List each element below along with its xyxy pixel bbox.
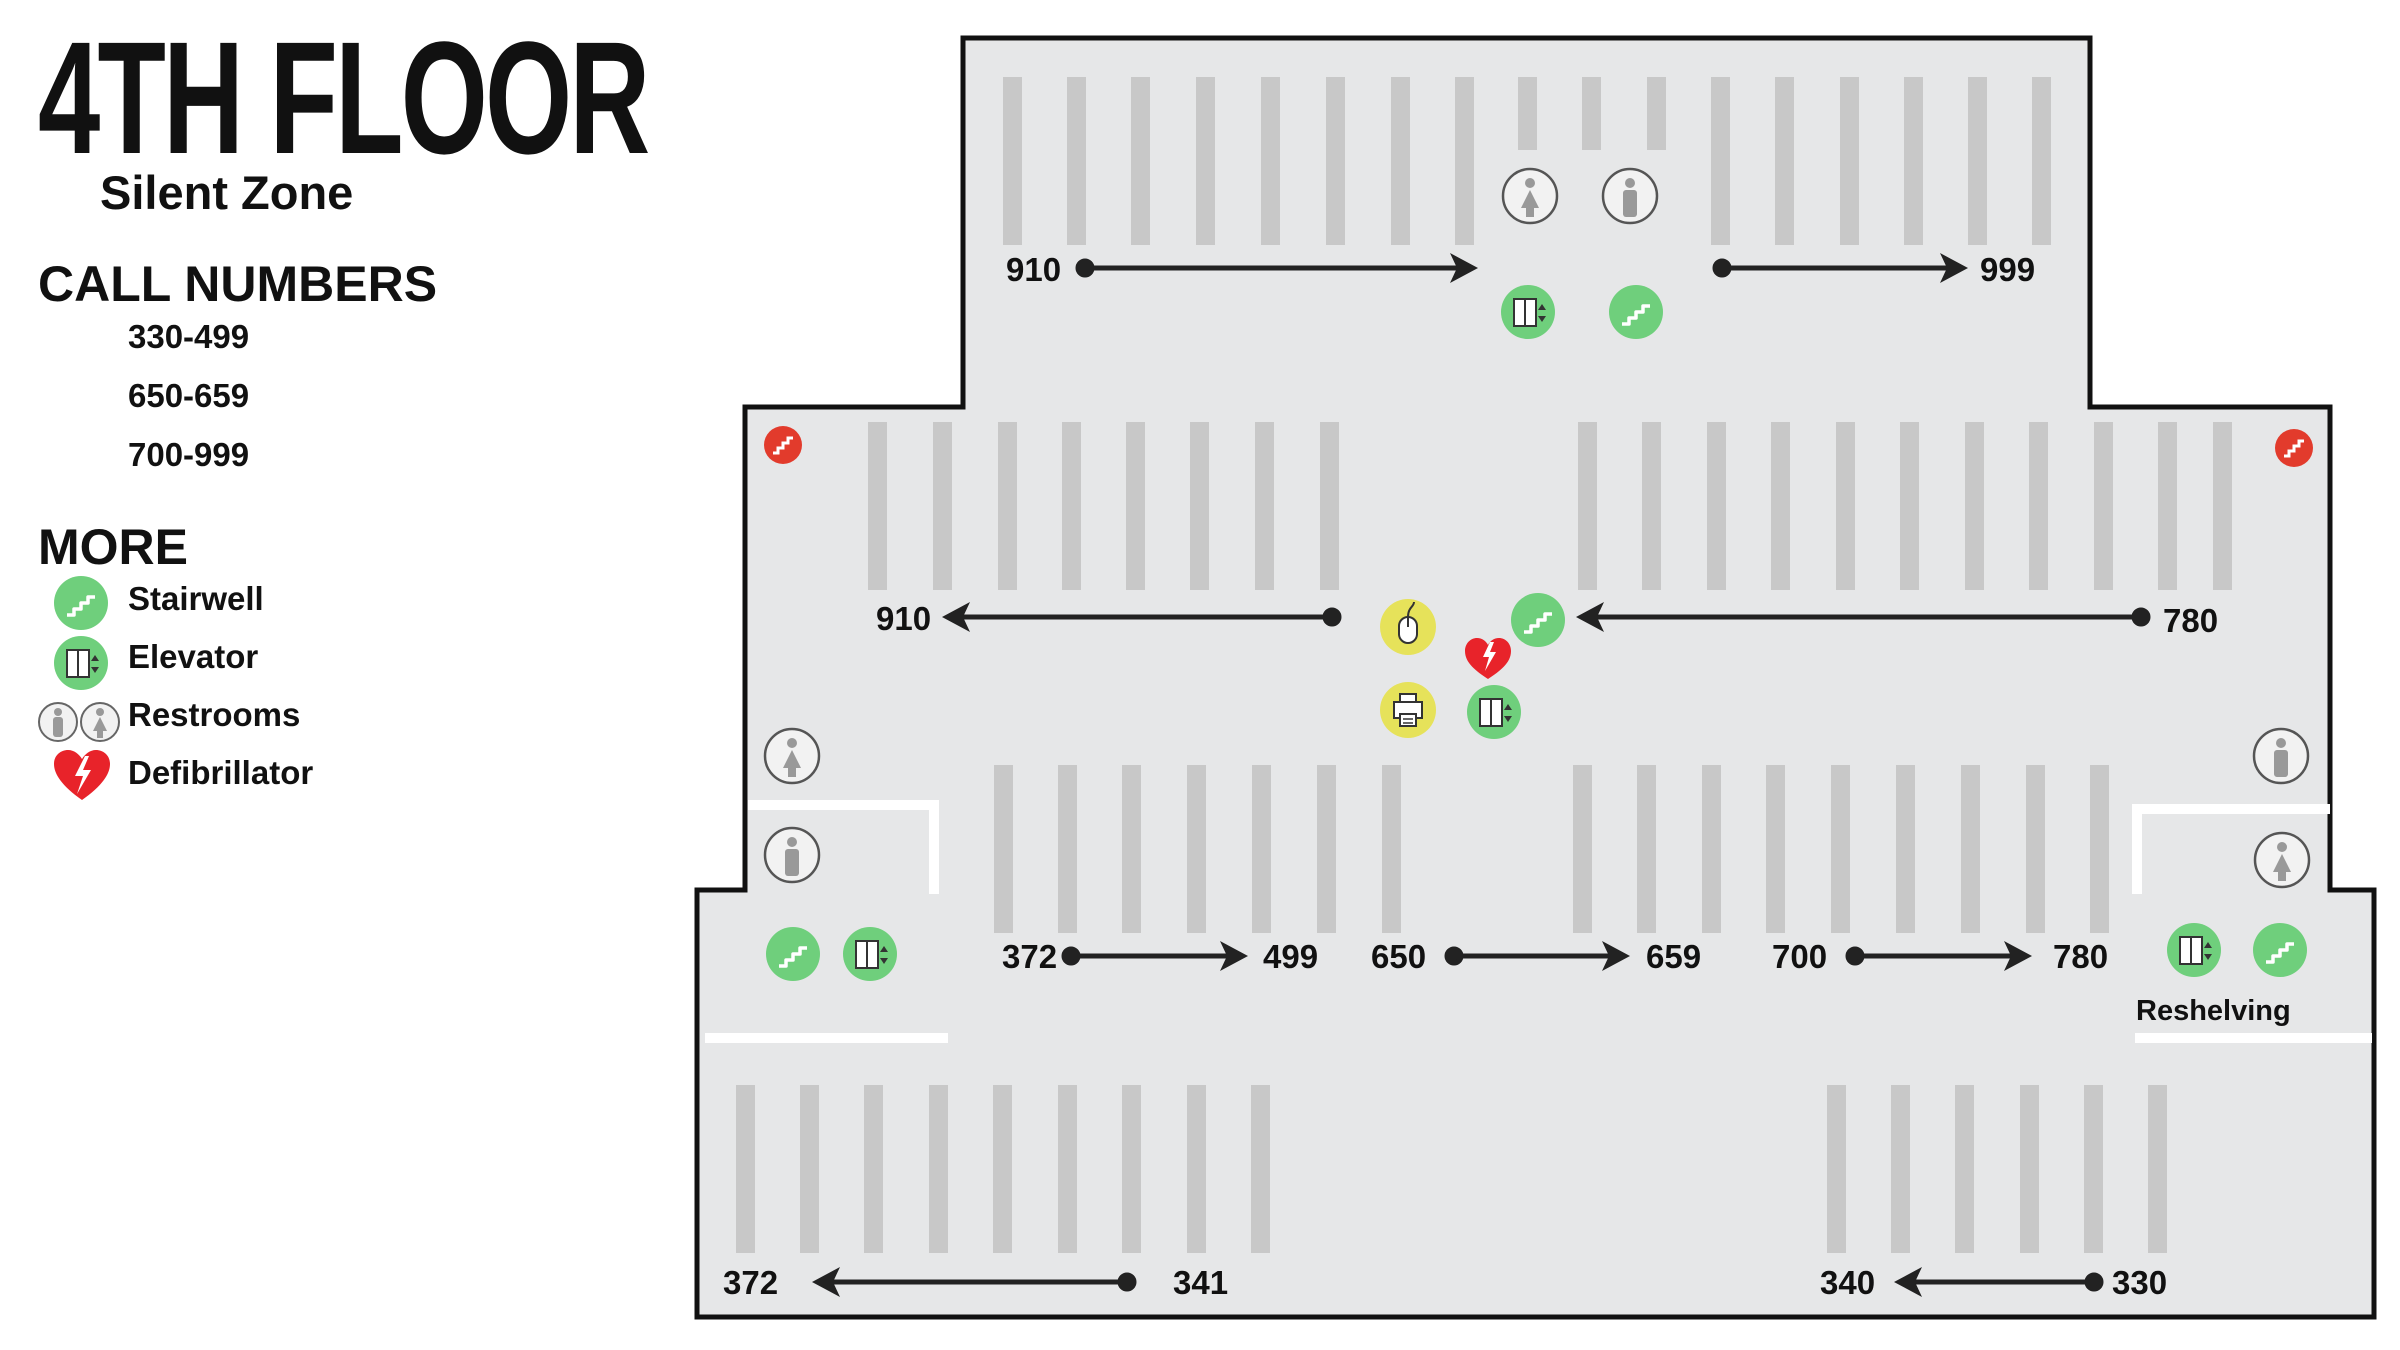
emergency-stair-icon xyxy=(762,424,804,466)
restroom-men-icon xyxy=(2252,727,2310,785)
aisle-label: 340 xyxy=(1820,1264,1875,1301)
aisle-label: 372 xyxy=(723,1264,778,1301)
call-number-range: 650-659 xyxy=(128,377,250,414)
floor-subtitle: Silent Zone xyxy=(100,166,354,219)
aisle-arrow xyxy=(1576,602,2151,632)
restroom-women-icon xyxy=(1501,167,1559,225)
aisle-label: 999 xyxy=(1980,251,2035,288)
aisle-label: 499 xyxy=(1263,938,1318,975)
elevator-icon xyxy=(54,636,108,690)
restroom-men-icon xyxy=(763,826,821,884)
legend-label-elevator: Elevator xyxy=(128,638,259,675)
elevator-icon xyxy=(2166,922,2222,978)
printer-icon xyxy=(1380,682,1436,738)
stairwell-icon xyxy=(54,576,108,630)
restroom-men-icon xyxy=(1601,167,1659,225)
aisle-arrow xyxy=(1712,253,1968,283)
room-dividers xyxy=(705,800,2372,1043)
aisle-label: 780 xyxy=(2163,602,2218,639)
reshelving-label: Reshelving xyxy=(2136,995,2291,1027)
aisle-label: 700 xyxy=(1772,938,1827,975)
stairwell-icon xyxy=(1509,591,1567,649)
legend-panel: 4TH FLOOR Silent Zone CALL NUMBERS 330-4… xyxy=(0,0,650,900)
emergency-stair-icon xyxy=(2273,427,2315,469)
aisle-arrow xyxy=(1894,1267,2104,1297)
aisle-label: 372 xyxy=(1002,938,1057,975)
floor-outline xyxy=(694,35,2377,1320)
aisle-label: 330 xyxy=(2112,1264,2167,1301)
aisle-label: 650 xyxy=(1371,938,1426,975)
floor-title: 4TH FLOOR xyxy=(38,8,650,187)
aisle-arrow xyxy=(942,602,1342,632)
defibrillator-icon xyxy=(1465,638,1511,679)
stairwell-icon xyxy=(1607,283,1665,341)
restroom-icon xyxy=(38,702,120,742)
restroom-women-icon xyxy=(763,727,821,785)
stairwell-icon xyxy=(764,925,822,983)
aisle-label: 659 xyxy=(1646,938,1701,975)
aisle-arrow xyxy=(1845,941,2032,971)
call-number-range: 330-499 xyxy=(128,318,250,355)
legend-label-defibrillator: Defibrillator xyxy=(128,754,314,791)
elevator-icon xyxy=(842,926,898,982)
aisle-label: 780 xyxy=(2053,938,2108,975)
restroom-women-icon xyxy=(2253,831,2311,889)
call-number-range: 700-999 xyxy=(128,436,250,473)
defibrillator-icon xyxy=(54,750,110,800)
aisle-arrow xyxy=(1061,941,1248,971)
aisle-label: 910 xyxy=(876,600,931,637)
aisle-arrow xyxy=(1444,941,1630,971)
aisle-label: 341 xyxy=(1173,1264,1228,1301)
legend-label-restrooms: Restrooms xyxy=(128,696,301,733)
computer-mouse-icon xyxy=(1380,599,1436,655)
aisle-arrows xyxy=(812,253,2151,1297)
aisle-arrow xyxy=(812,1267,1137,1297)
aisle-arrow xyxy=(1075,253,1478,283)
shelving xyxy=(736,77,2232,1253)
stairwell-icon xyxy=(2251,921,2309,979)
aisle-label: 910 xyxy=(1006,251,1061,288)
elevator-icon xyxy=(1500,284,1556,340)
elevator-icon xyxy=(1466,684,1522,740)
legend-label-stairwell: Stairwell xyxy=(128,580,264,617)
more-heading: MORE xyxy=(38,519,188,575)
call-numbers-heading: CALL NUMBERS xyxy=(38,256,438,312)
